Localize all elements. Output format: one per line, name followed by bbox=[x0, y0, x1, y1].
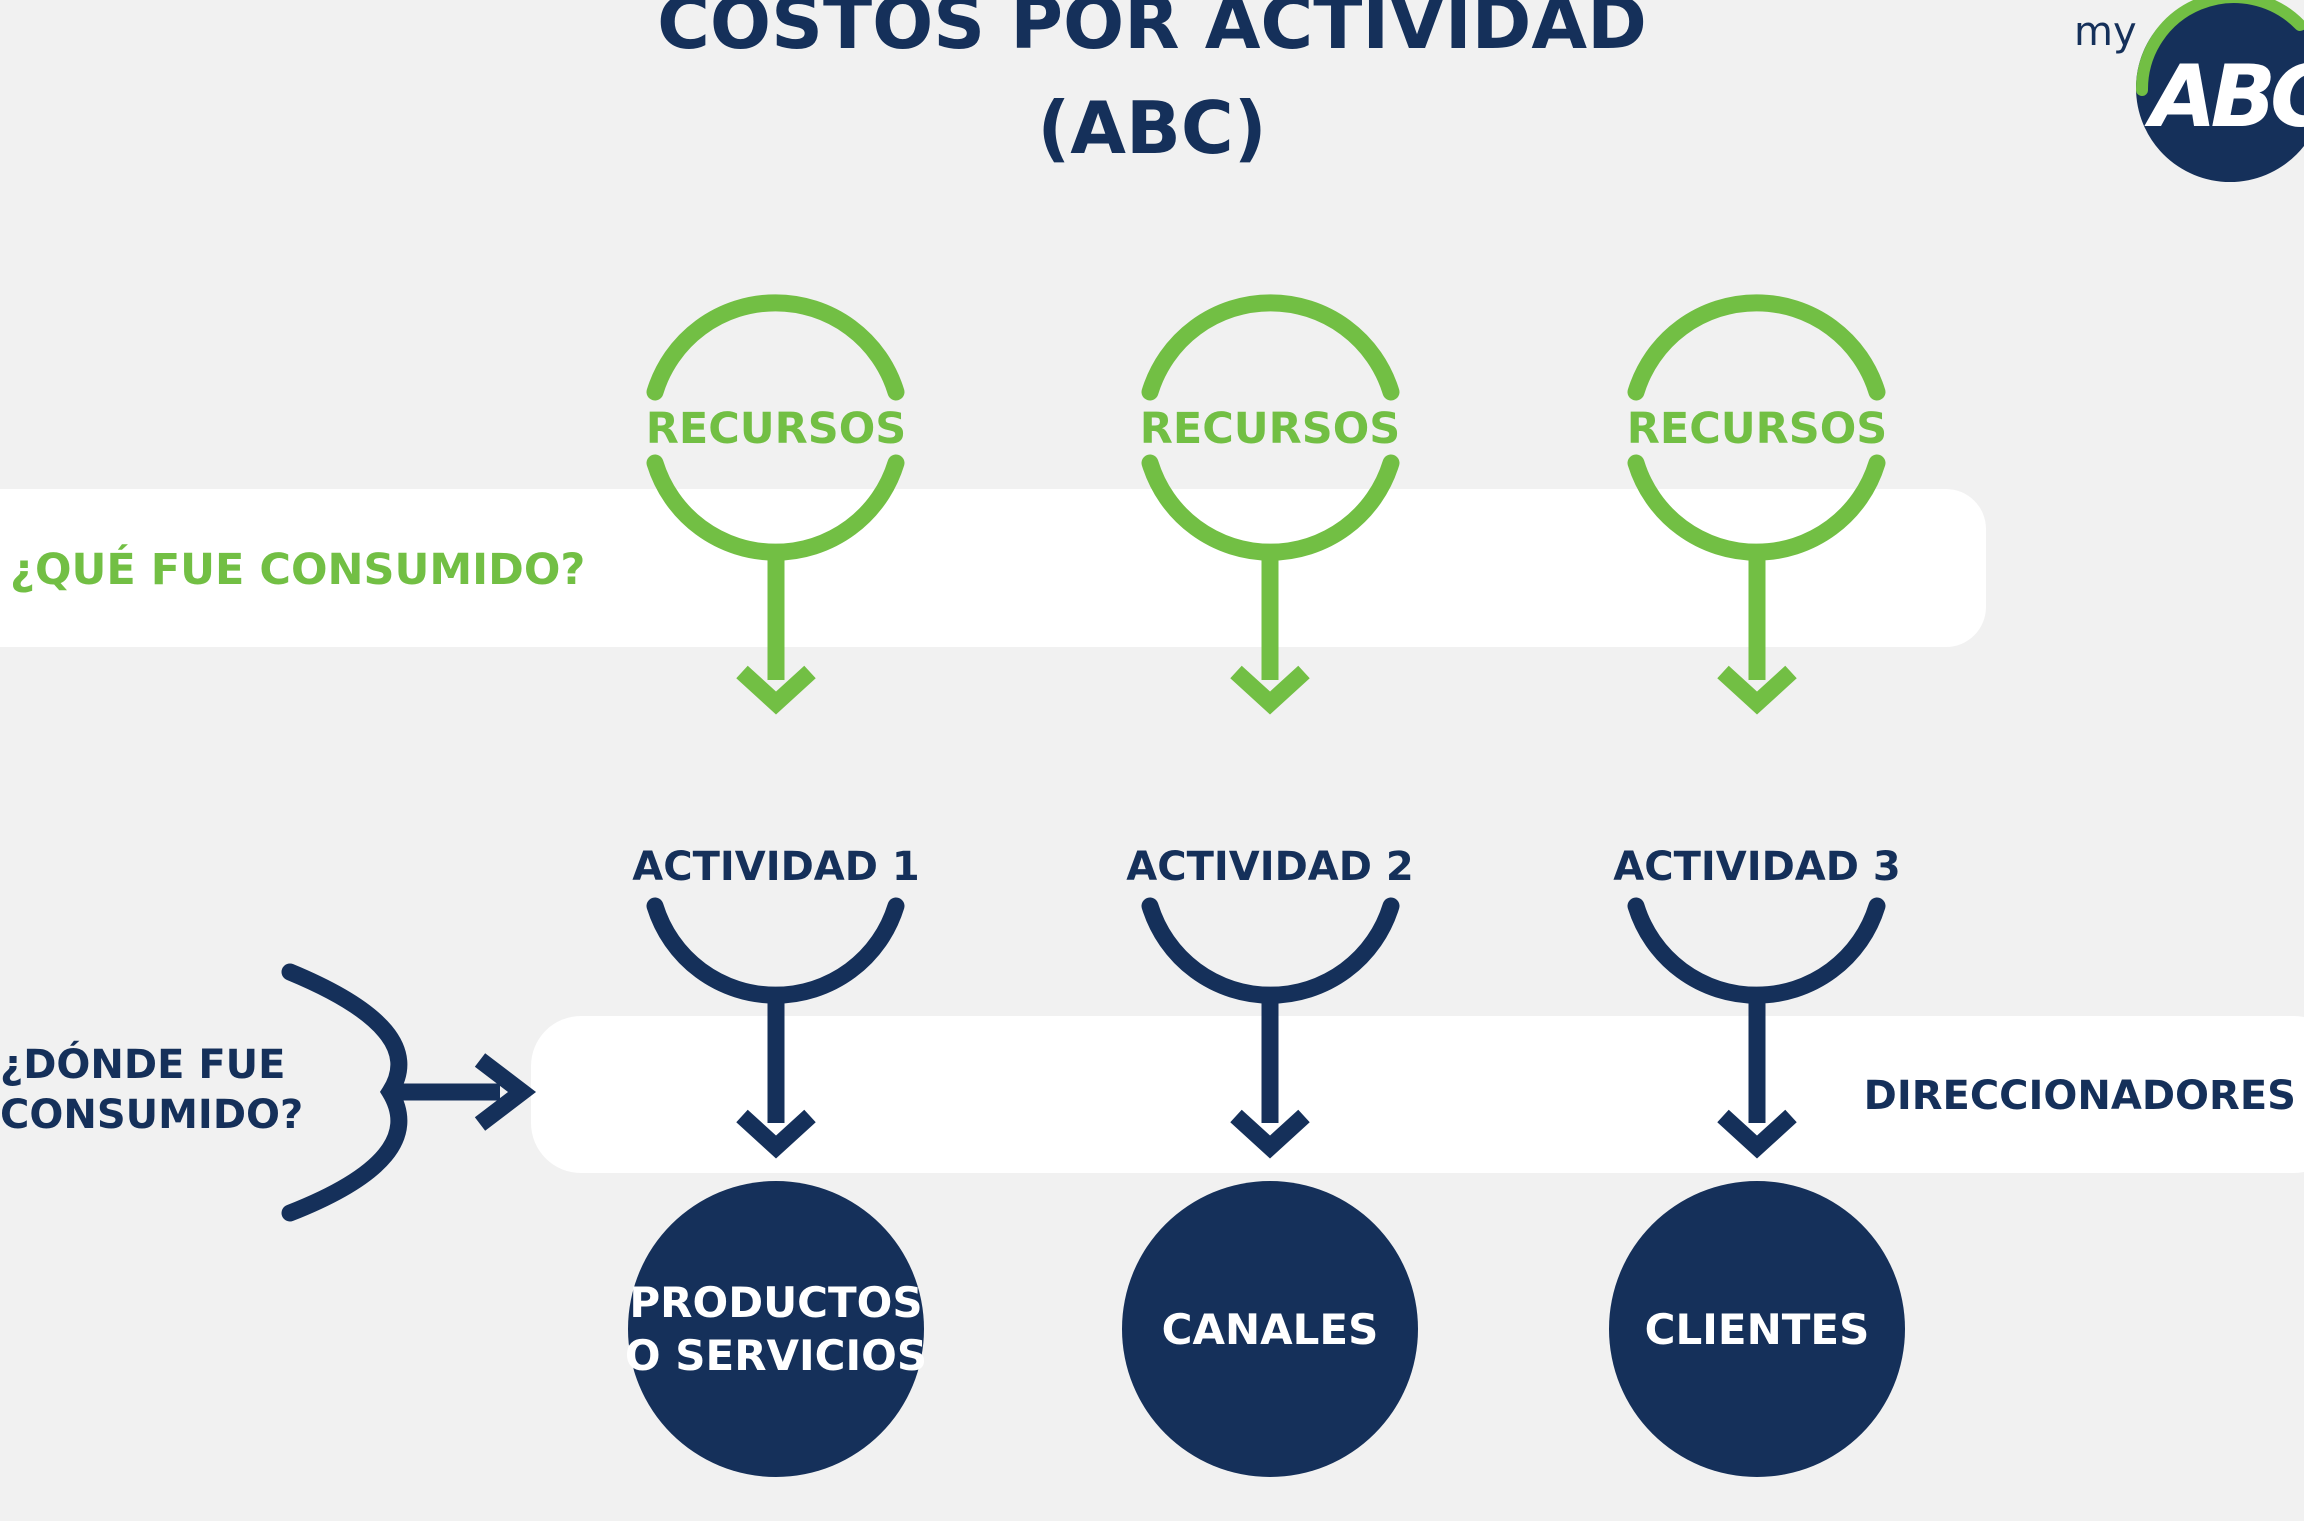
cost-object-label-1-line-1: PRODUCTOS bbox=[629, 1278, 922, 1327]
column-2: RECURSOS ACTIVIDAD 2 CANALES bbox=[1122, 294, 1418, 1477]
activity-label-2: ACTIVIDAD 2 bbox=[1126, 844, 1413, 890]
logo-swoosh bbox=[2135, 0, 2304, 96]
bracket-arrow bbox=[281, 963, 537, 1222]
question-consumed-where-line-2: CONSUMIDO? bbox=[0, 1092, 303, 1138]
cost-object-circle-1 bbox=[628, 1181, 924, 1477]
cost-object-label-2: CANALES bbox=[1162, 1305, 1379, 1354]
activity-arrow-head-1 bbox=[736, 1109, 816, 1159]
resource-arrow-head-1 bbox=[736, 665, 816, 715]
title-line-1: COSTOS POR ACTIVIDAD bbox=[657, 0, 1647, 65]
activity-arc-2 bbox=[1141, 897, 1400, 1004]
question-consumed-where-line-1: ¿DÓNDE FUE bbox=[0, 1040, 285, 1088]
resource-arrow-head-3 bbox=[1717, 665, 1797, 715]
cost-object-circle-3 bbox=[1609, 1181, 1905, 1477]
question-consumed-what: ¿QUÉ FUE CONSUMIDO? bbox=[10, 544, 585, 595]
resource-top-arc-3 bbox=[1627, 294, 1886, 401]
resource-label-2: RECURSOS bbox=[1140, 404, 1401, 454]
activity-label-3: ACTIVIDAD 3 bbox=[1613, 844, 1900, 890]
bracket-curve bbox=[281, 963, 408, 1222]
resource-label-3: RECURSOS bbox=[1627, 404, 1888, 454]
resource-label-1: RECURSOS bbox=[646, 404, 907, 454]
band-consumed-what bbox=[0, 489, 1986, 647]
activity-arc-3 bbox=[1627, 897, 1886, 1004]
cost-object-label-3: CLIENTES bbox=[1645, 1305, 1870, 1354]
resource-arrow-head-2 bbox=[1230, 665, 1310, 715]
bracket-arrow-head bbox=[474, 1053, 537, 1131]
drivers-label: DIRECCIONADORES bbox=[1864, 1073, 2296, 1119]
title-line-2: (ABC) bbox=[1037, 86, 1266, 170]
activity-label-1: ACTIVIDAD 1 bbox=[632, 844, 919, 890]
resource-bottom-arc-2 bbox=[1141, 454, 1400, 561]
cost-object-label-1-line-2: O SERVICIOS bbox=[625, 1331, 927, 1380]
activity-arc-1 bbox=[646, 897, 905, 1004]
column-3: RECURSOS ACTIVIDAD 3 CLIENTES bbox=[1609, 294, 1905, 1477]
logo-circle bbox=[2136, 0, 2304, 182]
resource-top-arc-2 bbox=[1141, 294, 1400, 401]
logo-prefix: my bbox=[2074, 9, 2137, 55]
resource-top-arc-1 bbox=[646, 294, 905, 401]
logo-wordmark: ABCM bbox=[2144, 47, 2304, 147]
myabcm-logo: my ABCM bbox=[2074, 0, 2304, 182]
activity-arrow-head-2 bbox=[1230, 1109, 1310, 1159]
column-1: RECURSOS ACTIVIDAD 1 PRODUCTOS O SERVICI… bbox=[625, 294, 927, 1477]
band-consumed-where bbox=[531, 1016, 2304, 1173]
activity-arrow-head-3 bbox=[1717, 1109, 1797, 1159]
cost-object-circle-2 bbox=[1122, 1181, 1418, 1477]
resource-bottom-arc-1 bbox=[646, 454, 905, 561]
resource-bottom-arc-3 bbox=[1627, 454, 1886, 561]
